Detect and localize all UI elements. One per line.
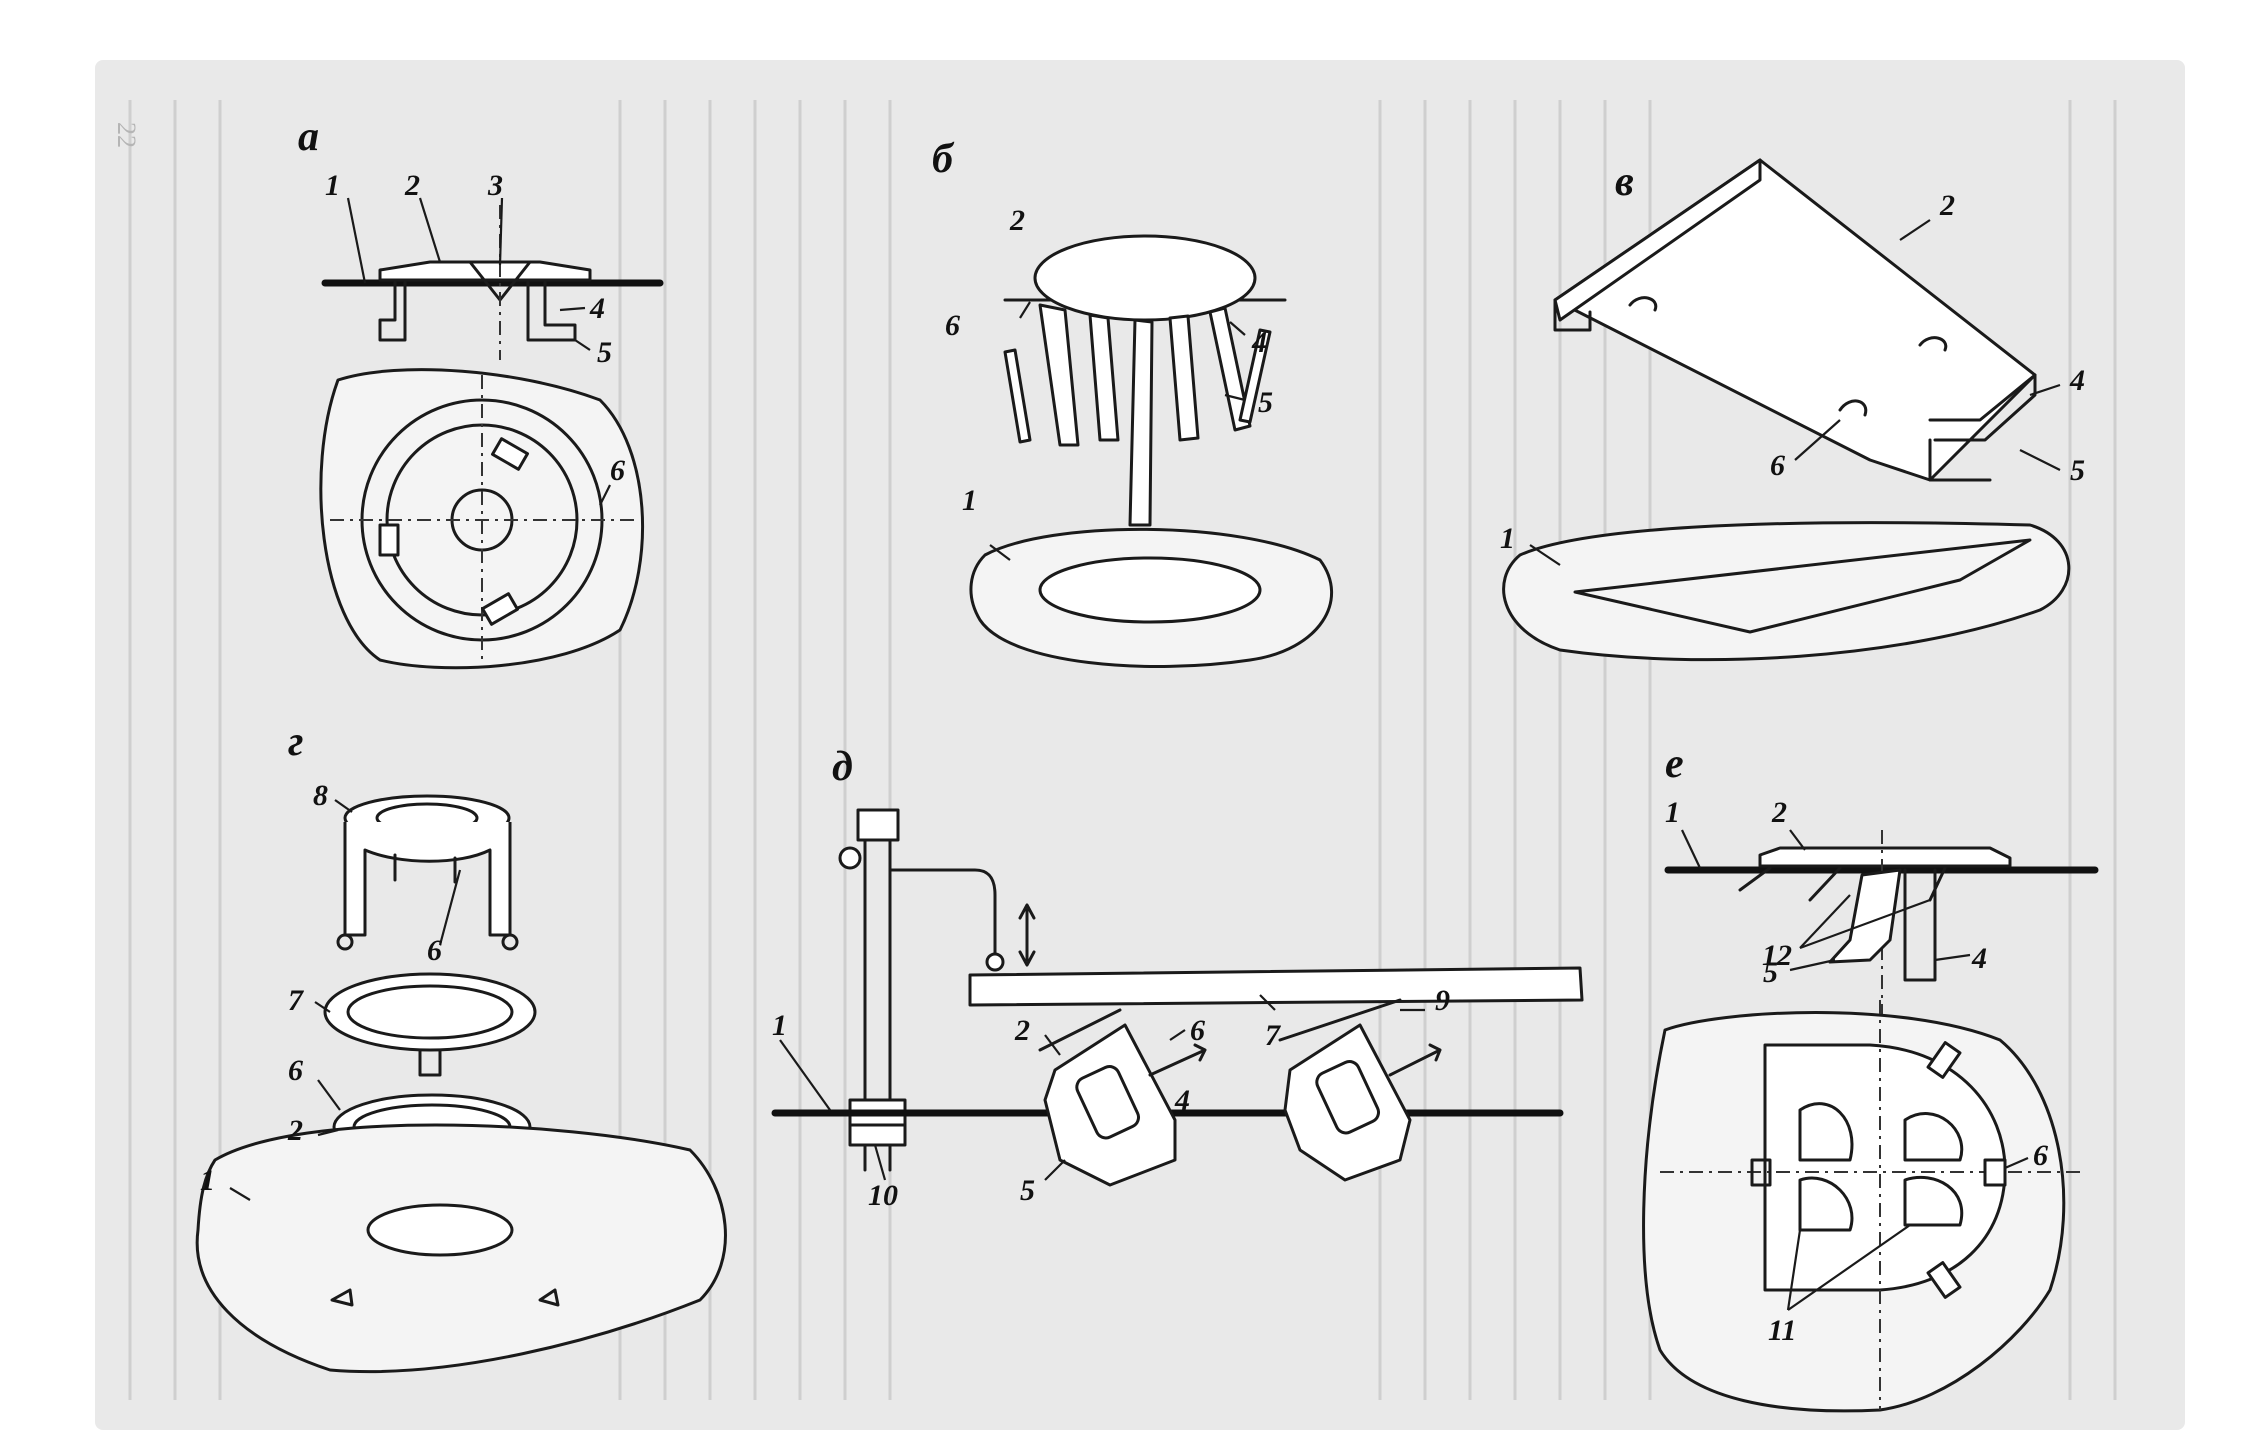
part-label: 1 — [962, 484, 977, 517]
part-label: 7 — [288, 984, 304, 1017]
part-label: 2 — [1939, 189, 1955, 222]
part-label: 4 — [589, 292, 605, 325]
panel-e: е 1 2 12 4 5 6 11 — [1642, 741, 2099, 1413]
part-label: 6 — [610, 454, 625, 487]
part-label: 3 — [487, 169, 503, 202]
panel-g: г 8 6 7 6 2 1 — [195, 719, 727, 1374]
part-label: 5 — [597, 336, 612, 369]
part-label: 7 — [1265, 1019, 1281, 1052]
part-label: 5 — [1763, 956, 1778, 989]
panel-d: д 1 2 6 4 7 9 5 10 — [771, 744, 1584, 1212]
panel-a: а 1 2 3 4 5 6 — [298, 114, 664, 670]
part-label: 1 — [1665, 796, 1680, 829]
part-label: 6 — [427, 934, 442, 967]
part-label: 6 — [2033, 1139, 2048, 1172]
part-label: 1 — [325, 169, 340, 202]
panel-label-d: д — [832, 744, 853, 790]
part-label: 6 — [288, 1054, 303, 1087]
part-label: 2 — [404, 169, 420, 202]
bleed-through-text — [128, 100, 2117, 1400]
part-label: 4 — [1251, 326, 1267, 359]
panel-v: в 2 4 6 5 1 — [1500, 158, 2085, 662]
part-label: 1 — [1500, 522, 1515, 555]
part-label: 5 — [1258, 386, 1273, 419]
part-label: 6 — [945, 309, 960, 342]
part-label: 2 — [1009, 204, 1025, 237]
part-label: 8 — [313, 779, 328, 812]
panel-b: б 2 6 4 5 1 — [932, 136, 1333, 668]
part-label: 5 — [1020, 1174, 1035, 1207]
part-label: 6 — [1770, 449, 1785, 482]
panel-label-a: а — [298, 114, 319, 160]
part-label: 1 — [772, 1009, 787, 1042]
panel-label-g: г — [288, 719, 304, 765]
part-label: 12 — [1762, 939, 1792, 972]
panel-label-e: е — [1665, 741, 1684, 787]
panel-label-v: в — [1615, 159, 1634, 205]
part-label: 4 — [1971, 942, 1987, 975]
part-label: 10 — [868, 1179, 898, 1212]
part-label: 2 — [1014, 1014, 1030, 1047]
part-label: 1 — [200, 1164, 215, 1197]
part-label: 4 — [1174, 1084, 1190, 1117]
page-number: 22 — [112, 122, 141, 148]
part-label: 11 — [1768, 1314, 1796, 1347]
part-label: 2 — [1771, 796, 1787, 829]
part-label: 2 — [287, 1114, 303, 1147]
panel-label-b: б — [932, 136, 955, 182]
part-label: 4 — [2069, 364, 2085, 397]
part-label: 6 — [1190, 1014, 1205, 1047]
part-label: 9 — [1435, 984, 1450, 1017]
part-label: 5 — [2070, 454, 2085, 487]
